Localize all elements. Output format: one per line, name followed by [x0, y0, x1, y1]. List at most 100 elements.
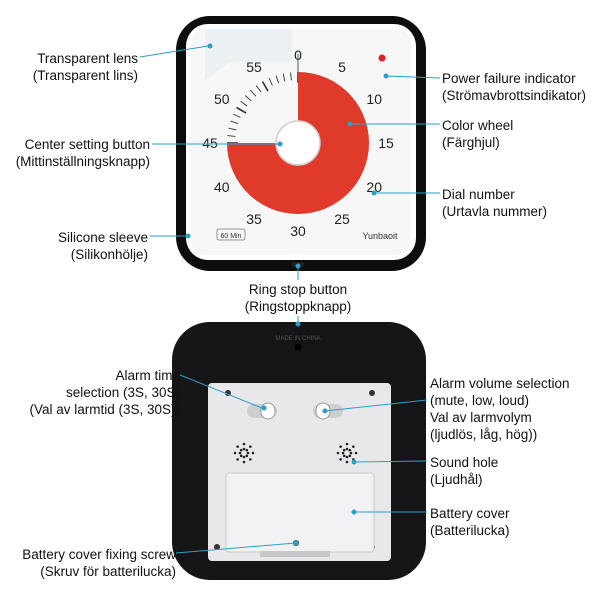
label-battery-cover: Battery cover (Batterilucka) — [430, 505, 510, 539]
label-alarm-time-selection: Alarm time selection (3S, 30S) (Val av l… — [5, 367, 180, 418]
label-power-failure-indicator: Power failure indicator (Strömavbrottsin… — [442, 70, 586, 104]
alarm-time-switch[interactable] — [260, 402, 276, 420]
label-en: Dial number — [442, 187, 515, 202]
dial-tick — [232, 113, 241, 118]
corner-screw — [369, 390, 375, 396]
dial-tick — [236, 106, 247, 114]
dial-number: 35 — [246, 211, 262, 227]
label-dial-number: Dial number (Urtavla nummer) — [442, 186, 547, 220]
dial-number: 25 — [334, 211, 350, 227]
brand-logo: Yunbaoit — [362, 231, 398, 241]
sound-hole — [239, 448, 243, 452]
corner-screw — [214, 544, 220, 550]
dial-number: 5 — [338, 59, 346, 75]
sound-hole — [233, 451, 237, 455]
sound-hole — [236, 445, 239, 448]
label-sv: (Skruv för batterilucka) — [40, 564, 176, 579]
made-in-label: MADE IN CHINA — [275, 336, 320, 342]
hanging-hole — [294, 343, 302, 351]
dial-number: 50 — [214, 91, 230, 107]
sound-hole — [345, 447, 349, 451]
sound-hole — [345, 455, 349, 459]
sound-hole — [342, 454, 346, 458]
dial-tick — [227, 135, 236, 137]
sound-hole — [245, 454, 249, 458]
label-sound-hole: Sound hole (Ljudhål) — [430, 454, 498, 488]
label-en: Power failure indicator — [442, 71, 576, 86]
sound-hole — [249, 445, 252, 448]
label-sv: (ljudlös, låg, hög)) — [430, 427, 538, 442]
label-sv: (Silikonhölje) — [70, 247, 148, 262]
sound-hole — [242, 442, 246, 446]
label-alarm-volume-selection: Alarm volume selection (mute, low, loud)… — [430, 375, 570, 443]
dial-number: 40 — [214, 179, 230, 195]
power-failure-indicator — [378, 54, 386, 62]
dial-number: 15 — [378, 135, 394, 151]
label-en: Ring stop button — [248, 282, 348, 297]
label-sv: (Val av larmtid (3S, 30S)) — [29, 402, 180, 417]
label-center-setting-button: Center setting button (Mittinställningsk… — [5, 136, 150, 170]
label-sv: (Ringstoppknapp) — [244, 299, 352, 314]
sound-hole — [251, 451, 255, 455]
back-timer: MADE IN CHINA — [172, 322, 426, 580]
leader-lines — [139, 43, 441, 554]
sound-hole — [239, 454, 243, 458]
sound-hole — [249, 458, 252, 461]
label-sv: (Strömavbrottsindikator) — [442, 88, 587, 103]
label-sv: (Transparent lins) — [32, 68, 138, 83]
dial-number: 20 — [366, 179, 382, 195]
sound-hole — [242, 455, 246, 459]
label-silicone-sleeve: Silicone sleeve (Silikonhölje) — [20, 229, 148, 263]
dial-tick — [228, 127, 237, 131]
minute-badge-box — [216, 228, 246, 241]
minute-badge: 60 Min — [220, 233, 241, 240]
label-en: (mute, low, loud) — [430, 393, 530, 408]
sound-hole — [349, 451, 353, 455]
dial-number: 10 — [366, 91, 382, 107]
label-sv: Val av larmvolym — [430, 410, 532, 425]
label-en: Center setting button — [24, 137, 150, 152]
label-en: Transparent lens — [37, 51, 138, 66]
dial-tick — [240, 100, 248, 107]
label-en: Sound hole — [430, 455, 499, 470]
dial-number: 30 — [290, 223, 306, 239]
sound-hole — [342, 448, 346, 452]
sound-hole — [238, 451, 242, 455]
sound-hole — [345, 442, 349, 446]
sound-hole — [242, 460, 246, 464]
label-en: Alarm time — [115, 368, 180, 383]
dial-tick — [261, 81, 269, 92]
label-transparent-lens: Transparent lens (Transparent lins) — [10, 50, 138, 84]
dial-tick — [290, 72, 292, 81]
dial-tick — [282, 73, 286, 82]
sound-hole — [246, 451, 250, 455]
label-en: selection (3S, 30S) — [65, 385, 180, 400]
label-sv: (Färghjul) — [442, 135, 500, 150]
label-en: Alarm volume selection — [430, 376, 570, 391]
label-sv: (Mittinställningsknapp) — [15, 154, 150, 169]
sound-hole — [339, 458, 342, 461]
transparent-lens — [205, 29, 292, 80]
label-sv: (Urtavla nummer) — [442, 204, 548, 219]
sound-hole — [354, 451, 358, 455]
label-battery-cover-fixing-screw: Battery cover fixing screw (Skruv för ba… — [2, 546, 176, 580]
front-timer: 0510152025303540455055 60 Min Yunbaoit — [176, 16, 426, 271]
sound-hole — [336, 451, 340, 455]
dial-number: 45 — [202, 135, 218, 151]
dial-tick — [244, 95, 252, 102]
sound-hole — [245, 448, 249, 452]
label-en: Color wheel — [442, 118, 514, 133]
sound-hole — [242, 447, 246, 451]
dial-numbers: 0510152025303540455055 — [202, 47, 394, 239]
dial-tick — [255, 85, 262, 93]
dial-tick — [268, 77, 273, 86]
label-sv: (Ljudhål) — [430, 472, 483, 487]
dial-number: 55 — [246, 59, 262, 75]
center-setting-button[interactable] — [275, 120, 321, 166]
sound-hole — [341, 451, 345, 455]
label-sv: (Batterilucka) — [430, 523, 510, 538]
sound-hole — [352, 445, 355, 448]
dial-tick — [250, 89, 257, 97]
sound-hole — [236, 458, 239, 461]
